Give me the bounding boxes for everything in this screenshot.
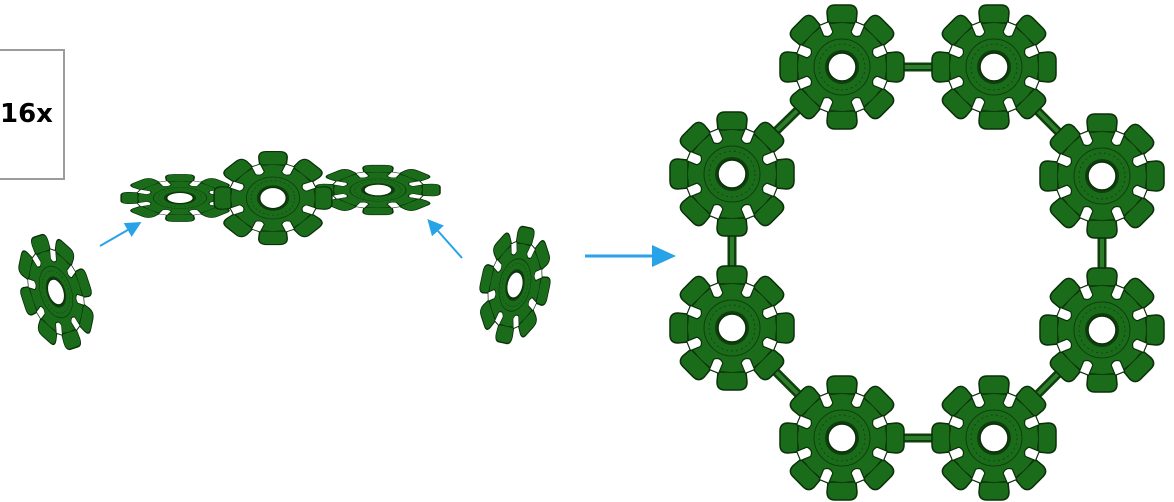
- gear-disc-icon: [1039, 267, 1165, 393]
- gear-disc-icon: [213, 150, 333, 246]
- gear-disc-icon: [315, 164, 441, 216]
- gear-disc-icon: [669, 111, 795, 237]
- gear-disc-icon: [931, 4, 1057, 130]
- assembly-arrow-icon: [427, 219, 463, 259]
- arrow-right-icon: [585, 245, 676, 267]
- gear-disc-icon: [779, 4, 905, 130]
- gear-disc-icon: [468, 219, 562, 351]
- gear-disc-icon: [4, 224, 108, 360]
- gear-disc-icon: [669, 265, 795, 391]
- gear-disc-icon: [779, 375, 905, 501]
- quantity-box: [0, 49, 65, 180]
- gear-disc-icon: [931, 375, 1057, 501]
- gear-disc-icon: [1039, 113, 1165, 239]
- assembly-arrow-icon: [99, 221, 142, 247]
- quantity-label: 16x: [0, 99, 53, 129]
- ring-assembly: [669, 4, 1165, 501]
